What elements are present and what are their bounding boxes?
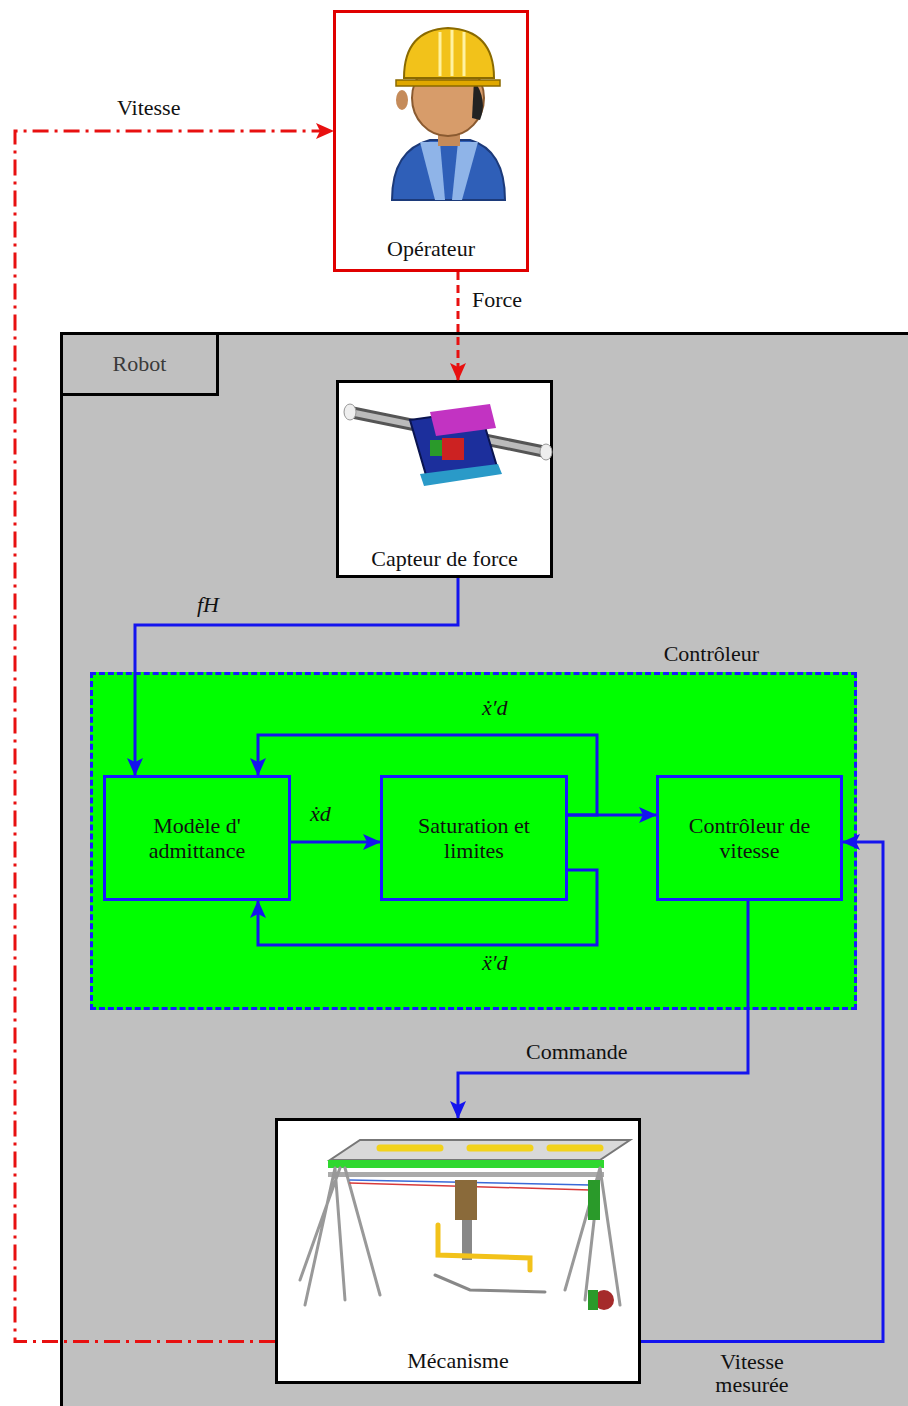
- connector-arrow: [458, 901, 748, 1118]
- connector-arrow: [258, 870, 597, 945]
- gantry-mechanism-illustration: [300, 1140, 630, 1310]
- connector-arrow: [258, 735, 597, 815]
- node-label: Opérateur: [387, 236, 475, 261]
- connector-arrow: [457, 272, 460, 380]
- node-label: Mécanisme: [407, 1348, 508, 1373]
- controller-band: ContrôleurModèle d' admittanceSaturation…: [90, 672, 857, 1010]
- group-heading: Contrôleur: [664, 641, 759, 666]
- edge-label: ẋ′d: [482, 696, 508, 719]
- edge-label: Force: [472, 288, 522, 311]
- process-box: Modèle d' admittance: [103, 775, 291, 901]
- region-tab-label: Robot: [63, 335, 219, 396]
- edge-label: Vitesse: [117, 96, 180, 119]
- process-box: Saturation et limites: [380, 775, 568, 901]
- node-label: Saturation et limites: [390, 813, 558, 864]
- edge-label: Vitesse mesurée: [697, 1350, 807, 1396]
- edge-label: ẋd: [310, 802, 331, 825]
- edge-label: fH: [197, 593, 219, 616]
- operator-icon: [392, 28, 505, 200]
- connector-arrow: [291, 841, 380, 844]
- process-box: Contrôleur de vitesse: [656, 775, 843, 901]
- connector-arrow: [641, 842, 883, 1341]
- robot-region: RobotCapteur de forceContrôleurModèle d'…: [60, 332, 908, 1406]
- node-label: Capteur de force: [371, 546, 518, 571]
- node-label: Modèle d' admittance: [113, 813, 281, 864]
- node-label: Contrôleur de vitesse: [666, 813, 833, 864]
- force-sensor-illustration: [344, 404, 552, 486]
- edge-label: ẍ′d: [482, 951, 508, 974]
- edge-label: Commande: [526, 1040, 627, 1063]
- connector-arrow: [135, 578, 458, 775]
